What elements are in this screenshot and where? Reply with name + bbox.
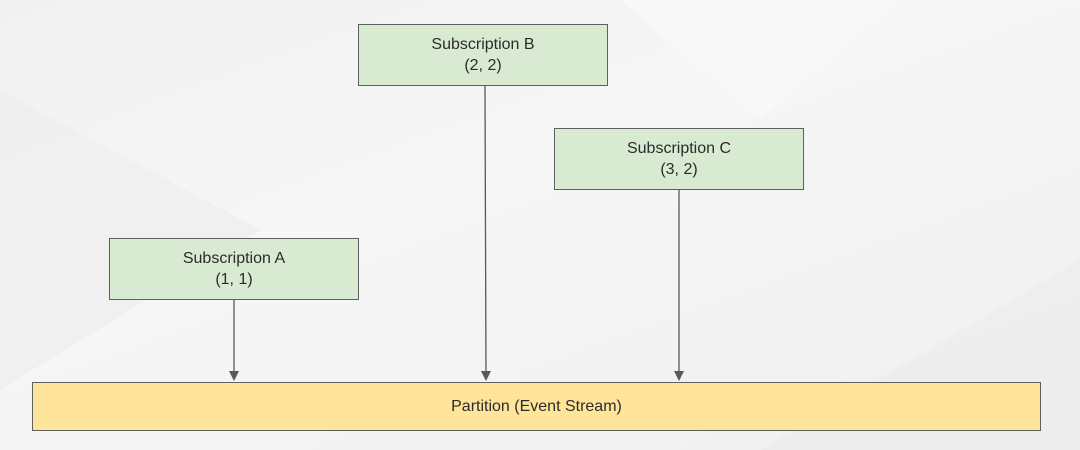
partition-box: Partition (Event Stream)	[32, 382, 1041, 431]
subscription-b-box: Subscription B (2, 2)	[358, 24, 608, 86]
subscription-a-title: Subscription A	[182, 250, 286, 267]
subscription-c-value: (3, 2)	[660, 161, 698, 178]
subscription-a-box: Subscription A (1, 1)	[109, 238, 359, 300]
subscription-c-box: Subscription C (3, 2)	[554, 128, 804, 190]
subscription-b-title: Subscription B	[431, 36, 535, 53]
arrow-b-to-partition	[480, 85, 491, 381]
subscription-a-value: (1, 1)	[215, 271, 253, 288]
subscription-b-value: (2, 2)	[464, 57, 502, 74]
partition-label: Partition (Event Stream)	[451, 398, 622, 415]
subscription-c-title: Subscription C	[626, 140, 732, 157]
